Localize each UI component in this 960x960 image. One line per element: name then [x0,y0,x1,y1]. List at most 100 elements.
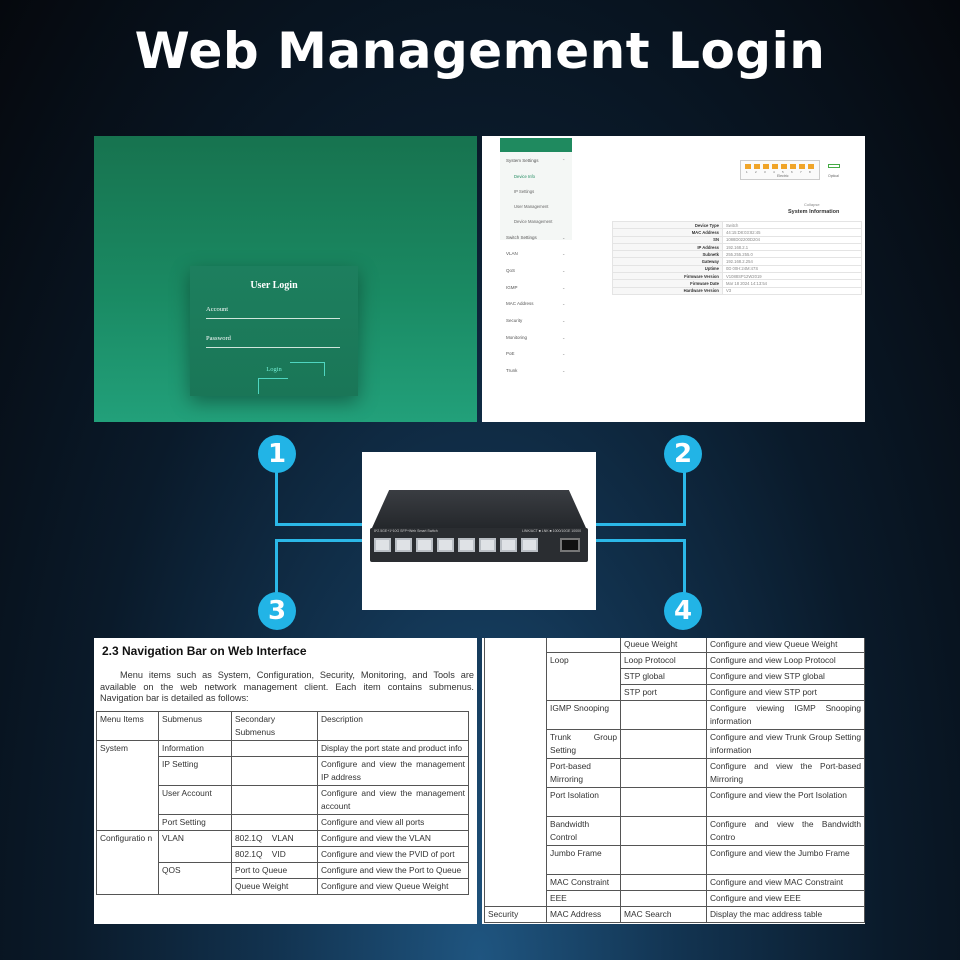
info-value: 1088D02200D204 [722,235,862,244]
submenu-user-management[interactable]: User Management [514,204,549,209]
sidebar-item-poe[interactable]: PoE [506,351,515,356]
table-cell [620,845,707,875]
table-cell: Bandwidth Control [546,816,621,846]
table-cell: Configuratio n [96,830,159,895]
table-cell: VLAN [158,830,232,863]
port-number: 8 [809,170,811,174]
info-key: Device Type [612,220,723,230]
collapse-link[interactable]: Collapse [804,202,820,207]
chevron-down-icon: ⌄ [562,368,566,373]
login-button[interactable]: Login [256,364,292,392]
sidebar-item-mac-address[interactable]: MAC Address [506,301,534,306]
navigation-table-continued: Queue Weight Configure and view Queue We… [484,638,865,923]
table-cell: Port-based Mirroring [546,758,621,788]
port-number: 2 [755,170,757,174]
rj45-port [395,538,412,552]
rj45-port [374,538,391,552]
password-input[interactable] [206,347,340,348]
chevron-down-icon: ⌄ [562,285,566,290]
table-cell: Configure and view the Bandwidth Contro [706,816,865,846]
connector-line [594,523,686,526]
connector-line [275,523,365,526]
step-badge-2: 2 [664,435,702,473]
info-value: 0D 00H:24M:47S [722,264,862,274]
table-cell [620,758,707,788]
account-label: Account [206,306,229,313]
table-cell [620,700,707,730]
chevron-down-icon: ⌄ [562,335,566,340]
sidebar-header [500,138,572,152]
port-icon [745,164,751,169]
navigation-table: Menu Items Submenus Secondary Submenus D… [96,711,469,895]
table-cell: Configure and view Loop Protocol [706,652,865,669]
decorative-line [258,378,288,379]
rj45-port [521,538,538,552]
table-cell: Security [484,906,547,923]
table-cell: MAC Constraint [546,874,621,891]
table-cell [620,729,707,759]
switch-front-panel: 8*2.5GE+1*10G SFP+Web Smart Switch LINK/… [370,528,588,562]
sidebar-item-igmp[interactable]: IGMP [506,285,518,290]
step-badge-4: 4 [664,592,702,630]
table-cell: 802.1Q VLAN [231,830,318,847]
sidebar-item-security[interactable]: Security [506,318,523,323]
sidebar-item-system-settings[interactable]: System Settings [506,158,539,163]
info-value: V1088SP12W2019 [722,272,862,281]
table-cell: STP port [620,684,707,701]
table-row: IGMP Snooping Configure viewing IGMP Sno… [485,700,865,730]
table-row: EEE Configure and view EEE [485,890,865,907]
rj45-port [479,538,496,552]
info-value: 44:15:D8:03:82:45 [722,228,862,237]
port-number: 3 [764,170,766,174]
table-cell: Port to Queue [231,862,318,879]
port-number: 5 [782,170,784,174]
port-icon [772,164,778,169]
account-input[interactable] [206,318,340,319]
port-status-diagram[interactable]: 1 2 3 4 5 6 7 8 Electric [740,160,820,180]
info-key: Firmware Version [612,272,723,281]
column-header: Submenus [158,711,232,741]
port-number: 7 [800,170,802,174]
doc-paragraph: Menu items such as System, Configuration… [100,670,474,703]
info-key: SN [612,235,723,244]
table-cell [231,756,318,786]
submenu-ip-settings[interactable]: IP Settings [514,189,535,194]
port-number: 4 [773,170,775,174]
sidebar-item-qos[interactable]: QoS [506,268,516,273]
sidebar-item-vlan[interactable]: VLAN [506,251,518,256]
table-cell: Information [158,740,232,757]
login-screenshot: User Login Account Password Login [94,136,477,422]
chevron-down-icon: ⌄ [562,301,566,306]
rj45-port [437,538,454,552]
sidebar-item-switch-settings[interactable]: Switch Settings [506,235,537,240]
table-cell: Configure and view the Port-based Mirror… [706,758,865,788]
decorative-line [258,378,259,394]
table-cell [620,874,707,891]
info-value: Mar 18 2024 14:13:54 [722,279,862,288]
switch-status-label: LINK/ACT ■ LNK ■ 1000/10GE 10000 [522,529,582,533]
rj45-port [500,538,517,552]
port-icon [808,164,814,169]
chevron-down-icon: ⌄ [562,268,566,273]
sidebar-item-monitoring[interactable]: Monitoring [506,335,528,340]
submenu-device-info[interactable]: Device Info [514,174,535,179]
connector-line [275,539,278,595]
submenu-device-management[interactable]: Device Management [514,219,553,224]
login-card: User Login Account Password Login [190,266,358,396]
sfp-port [560,538,580,552]
step-badge-3: 3 [258,592,296,630]
table-cell: Loop Protocol [620,652,707,669]
table-cell: Configure and view the PVID of port [317,846,469,863]
table-cell: Configure and view EEE [706,890,865,907]
table-cell: Jumbo Frame [546,845,621,875]
port-icon [799,164,805,169]
manual-page-1: 2.3 Navigation Bar on Web Interface Menu… [94,638,477,924]
sidebar-item-trunk[interactable]: Trunk [506,368,518,373]
table-row: Queue Weight Configure and view Queue We… [484,638,865,907]
table-cell: Configure and view STP port [706,684,865,701]
table-cell: Queue Weight [231,878,318,895]
